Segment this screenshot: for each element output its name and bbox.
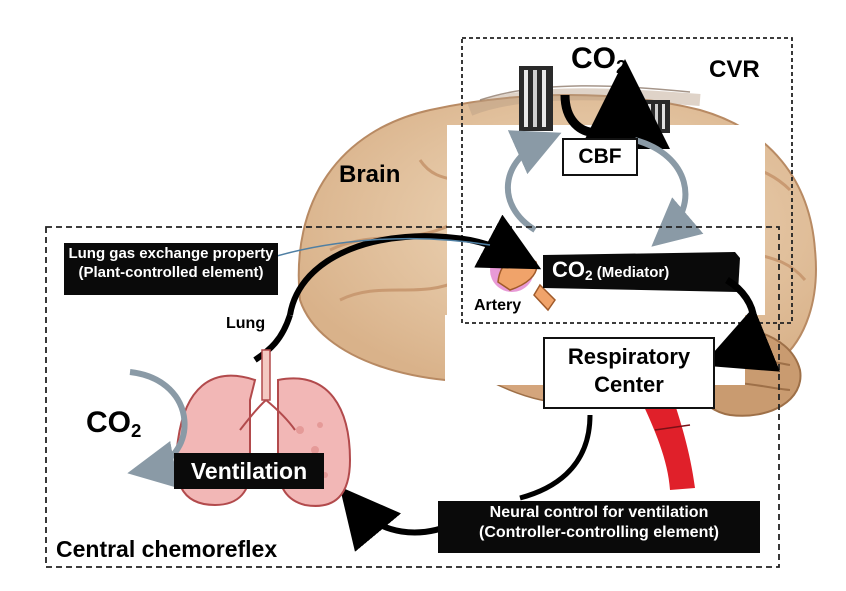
cbf-box: CBF (562, 138, 638, 176)
brain-label: Brain (339, 161, 401, 188)
vessel-line (654, 424, 691, 431)
co2-curve-arrow (560, 59, 670, 150)
artery-vessel (640, 395, 695, 490)
arrow-lung-to-artery (287, 214, 542, 316)
lung-label: Lung (226, 315, 266, 332)
trachea (261, 349, 271, 401)
lung-gas-exchange-box: Lung gas exchange property (Plant-contro… (64, 243, 278, 295)
central-chemoreflex-frame (45, 226, 780, 568)
brain-fold (339, 278, 461, 302)
cvr-label: CVR (709, 56, 760, 83)
arrow-respiratory-to-neural (519, 414, 593, 501)
gray-arrow-right (634, 137, 704, 247)
co2-gray-arrow (127, 369, 188, 489)
co2-top-label: CO2 (571, 42, 627, 77)
thin-connector (269, 237, 491, 259)
co2-left-label: CO2 (86, 406, 142, 441)
central-chemoreflex-label: Central chemoreflex (56, 536, 278, 562)
arrow-lung-descend (253, 314, 293, 363)
doppler-image-left-icon (519, 66, 553, 131)
arrow-mediator-to-respiratory (702, 277, 781, 372)
doppler-image-right-icon (644, 100, 670, 133)
mediator-banner (543, 252, 740, 292)
artery-label: Artery (474, 297, 522, 314)
ventilation-box: Ventilation (174, 453, 324, 489)
cvr-frame (461, 37, 793, 324)
respiratory-center-box: Respiratory Center (543, 337, 715, 409)
bronchi (239, 399, 296, 431)
co2-mediator-label: CO2 (Mediator) (552, 257, 670, 284)
neural-control-box: Neural control for ventilation (Controll… (438, 501, 760, 553)
